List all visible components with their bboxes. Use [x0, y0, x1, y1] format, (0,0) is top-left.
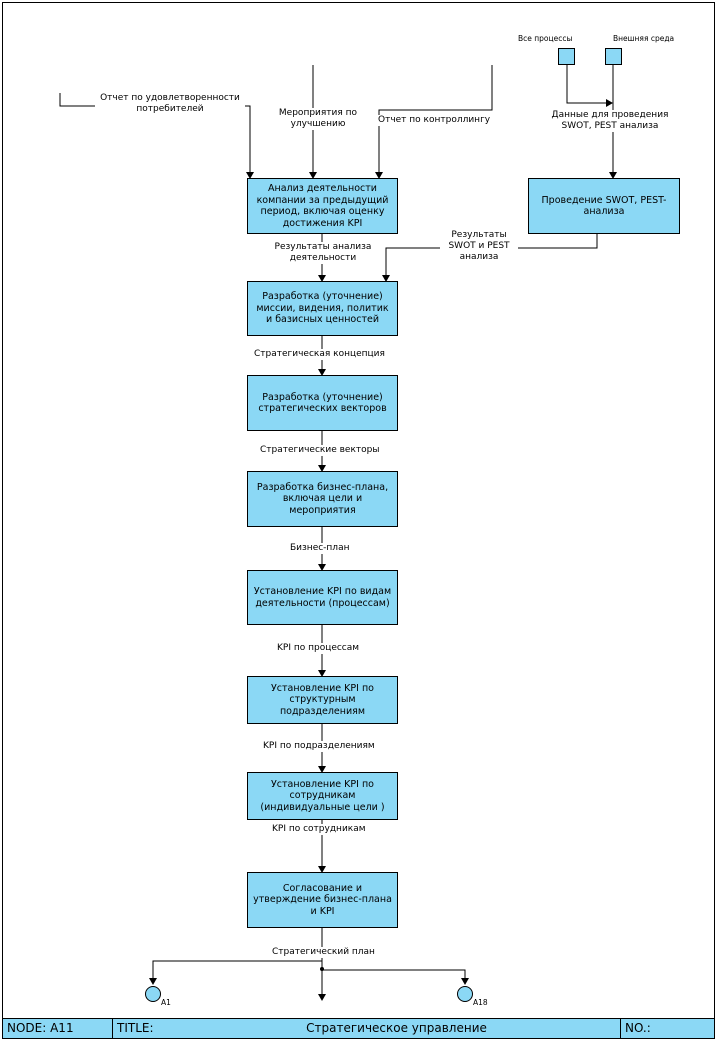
environment-tunnel: [605, 48, 622, 65]
box-bizplan-text: Разработка бизнес-плана, включая цели и …: [256, 481, 389, 516]
label-strategic-plan: Стратегический план: [272, 947, 375, 958]
label-strategic-vectors: Стратегические векторы: [260, 445, 380, 456]
label-analysis-results: Результаты анализа деятельности: [266, 242, 380, 264]
all-processes-tunnel: [558, 48, 575, 65]
box-vectors[interactable]: Разработка (уточнение) стратегических ве…: [247, 375, 398, 431]
box-approve[interactable]: Согласование и утверждение бизнес-плана …: [247, 872, 398, 928]
label-environment: Внешняя среда: [613, 34, 675, 43]
ref-label-a18: A18: [473, 998, 488, 1007]
box-kpi-staff[interactable]: Установление KPI по сотрудникам (индивид…: [247, 772, 398, 820]
box-kpi-staff-text: Установление KPI по сотрудникам (индивид…: [260, 778, 385, 813]
ref-circle-a18[interactable]: [457, 986, 473, 1002]
box-swot-text: Проведение SWOT, PEST-анализа: [541, 194, 667, 218]
label-kpi-staff: KPI по сотрудникам: [272, 824, 366, 835]
box-kpi-units[interactable]: Установление KPI по структурным подразде…: [247, 676, 398, 724]
label-all-processes: Все процессы: [518, 34, 573, 43]
box-bizplan[interactable]: Разработка бизнес-плана, включая цели и …: [247, 471, 398, 527]
label-kpi-units: KPI по подразделениям: [263, 741, 375, 752]
label-kpi-process: KPI по процессам: [277, 643, 360, 654]
footer-bar: NODE: A11 TITLE: Стратегическое управлен…: [2, 1018, 715, 1039]
label-swot-data: Данные для проведения SWOT, PEST анализа: [545, 110, 675, 132]
box-kpi-process-text: Установление KPI по видам деятельности (…: [253, 586, 392, 609]
footer-node: NODE: A11: [3, 1019, 113, 1038]
label-swot-results: Результаты SWOT и PEST анализа: [440, 230, 518, 263]
footer-title: Стратегическое управление: [173, 1019, 621, 1038]
label-controlling-report: Отчет по контроллингу: [378, 115, 491, 126]
label-bizplan: Бизнес-план: [290, 543, 350, 554]
box-vectors-text: Разработка (уточнение) стратегических ве…: [258, 391, 387, 415]
footer-no: NO.:: [625, 1021, 651, 1035]
box-mission-text: Разработка (уточнение) миссии, видения, …: [256, 291, 389, 326]
box-swot[interactable]: Проведение SWOT, PEST-анализа: [528, 178, 680, 234]
box-kpi-process[interactable]: Установление KPI по видам деятельности (…: [247, 570, 398, 625]
ref-label-a1: A1: [161, 998, 171, 1007]
footer-title-label: TITLE:: [117, 1021, 154, 1035]
label-strategic-concept: Стратегическая концепция: [254, 349, 385, 360]
box-approve-text: Согласование и утверждение бизнес-плана …: [253, 882, 392, 917]
box-analysis[interactable]: Анализ деятельности компании за предыдущ…: [247, 178, 398, 234]
box-analysis-text: Анализ деятельности компании за предыдущ…: [256, 183, 389, 229]
ref-circle-a1[interactable]: [145, 986, 161, 1002]
label-improvement-actions: Мероприятия по улучшению: [272, 108, 364, 130]
box-kpi-units-text: Установление KPI по структурным подразде…: [271, 682, 374, 717]
label-satisfaction-report: Отчет по удовлетворенности потребителей: [95, 93, 245, 115]
box-mission[interactable]: Разработка (уточнение) миссии, видения, …: [247, 281, 398, 336]
